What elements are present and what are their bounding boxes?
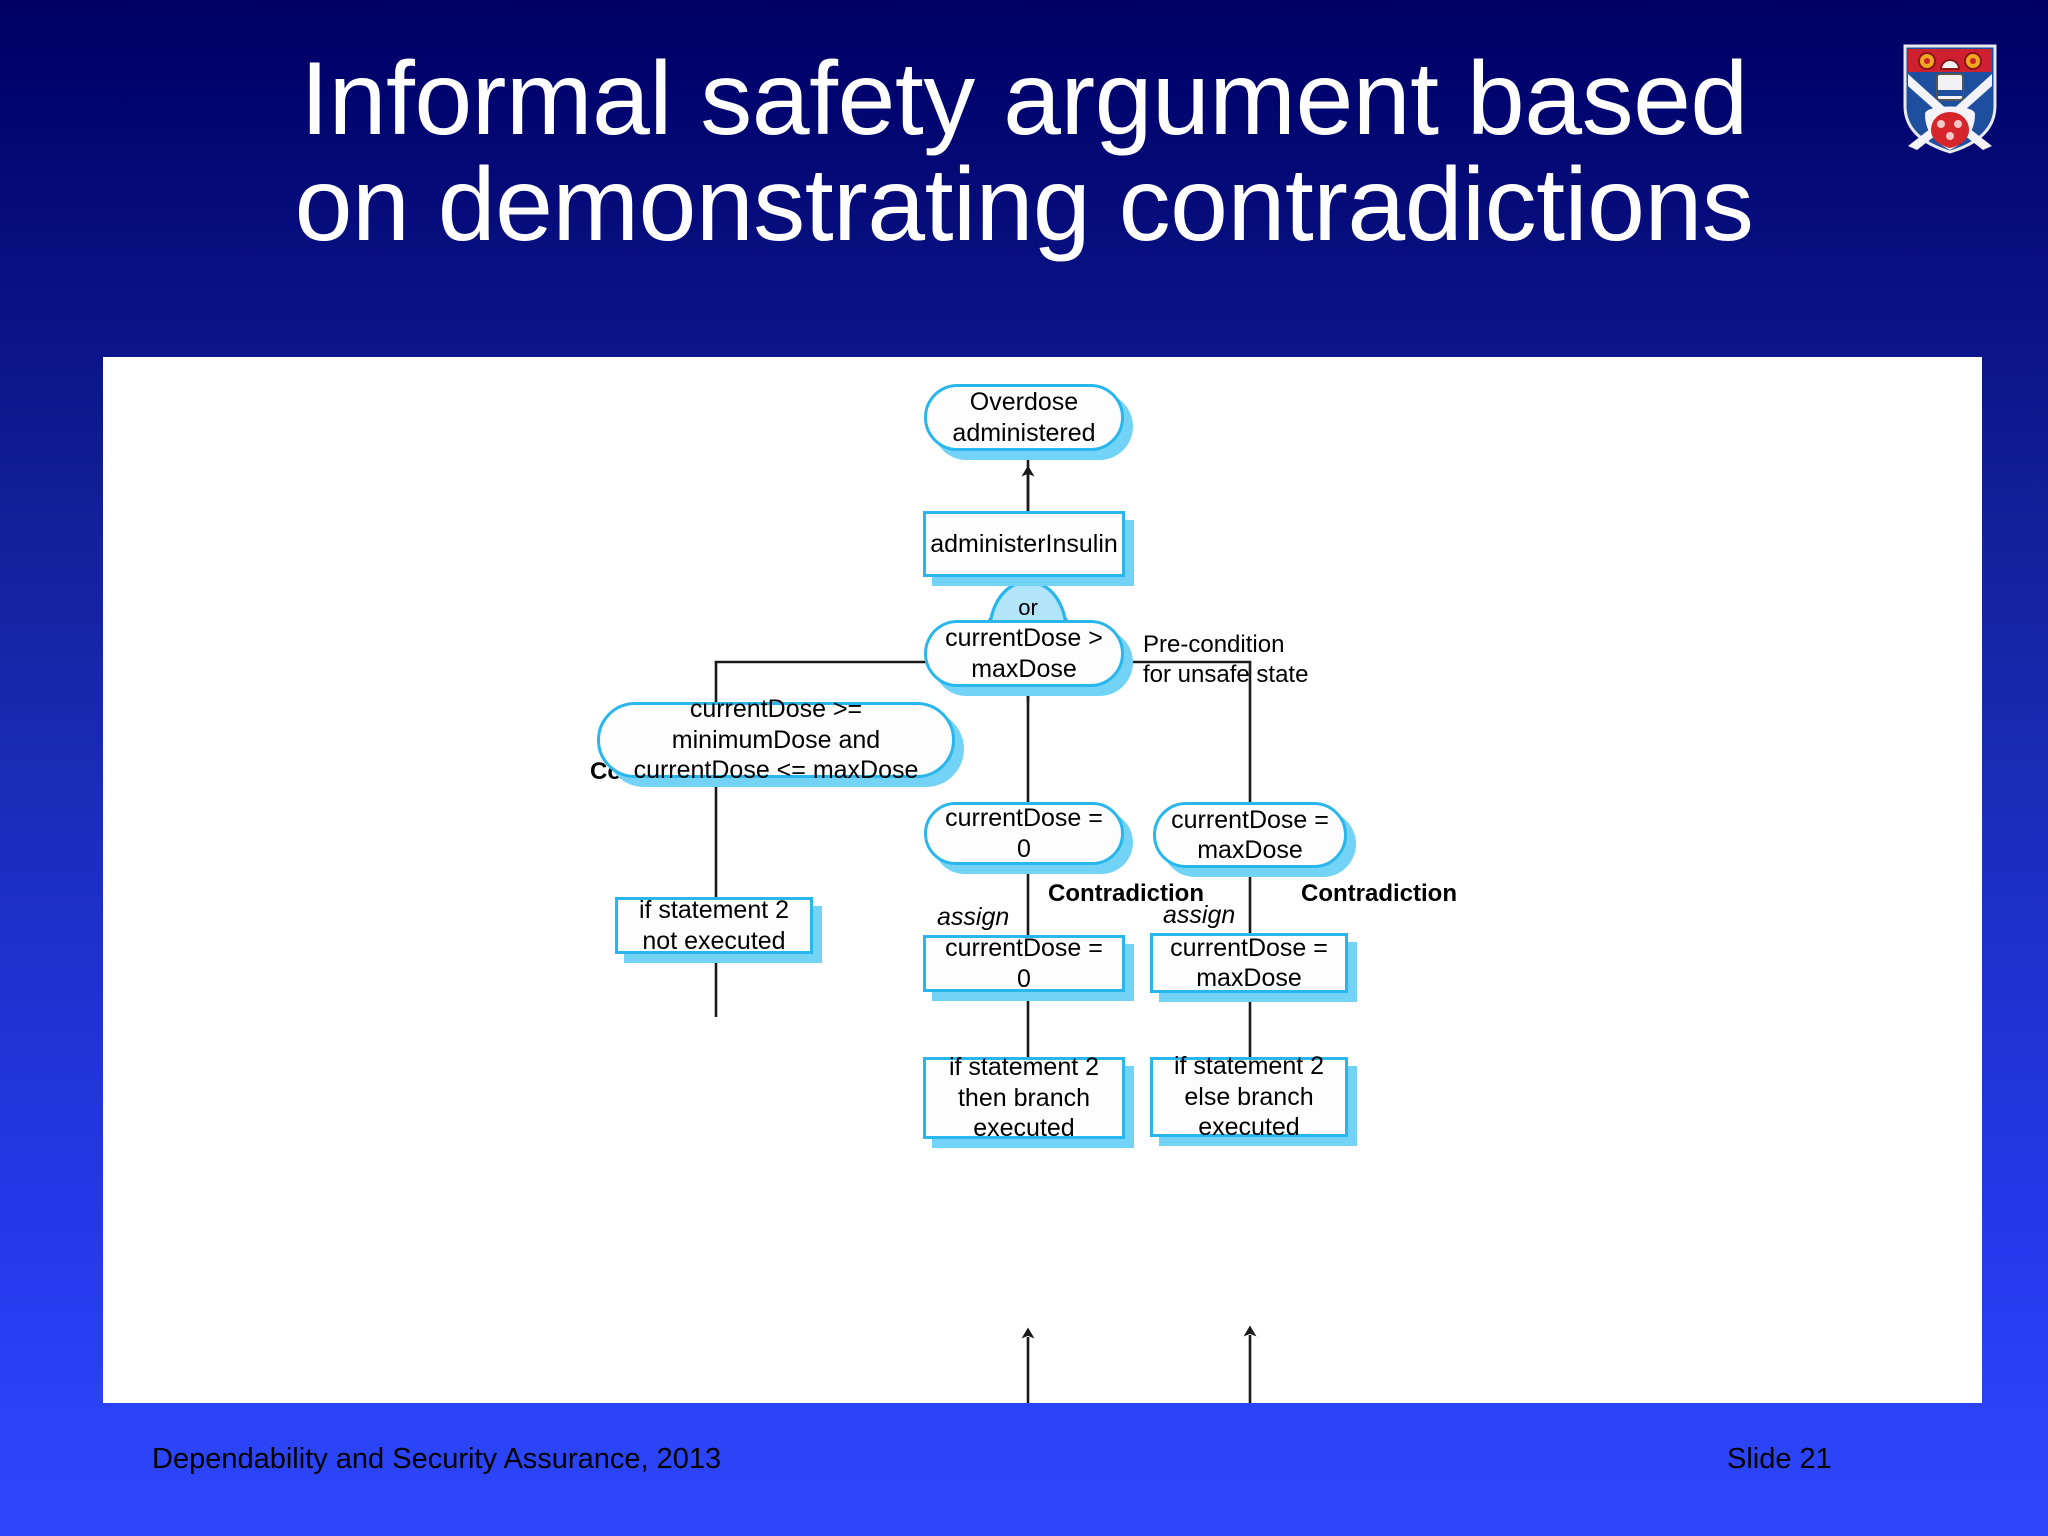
node-line: executed bbox=[973, 1114, 1075, 1143]
footer-slide-number: Slide 21 bbox=[1727, 1443, 1832, 1475]
node-body: Overdose administered bbox=[924, 384, 1124, 451]
node-body: currentDose = maxDose bbox=[1150, 933, 1348, 993]
node-overdose-administered[interactable]: Overdose administered bbox=[924, 384, 1133, 460]
node-assign-dose-max[interactable]: currentDose = maxDose bbox=[1150, 933, 1357, 1002]
or-gate-label: or bbox=[1018, 595, 1038, 620]
node-line: executed bbox=[1198, 1113, 1300, 1142]
annotation-contradiction-right: Contradiction bbox=[1301, 879, 1457, 909]
node-line: administered bbox=[952, 418, 1096, 447]
node-body: currentDose > maxDose bbox=[924, 620, 1124, 687]
node-assign-dose-zero[interactable]: currentDose = 0 bbox=[923, 934, 1134, 1001]
node-line: currentDose = bbox=[1171, 805, 1329, 834]
node-line: if statement 2 bbox=[948, 1053, 1100, 1082]
node-dose-in-range[interactable]: currentDose >= minimumDose and currentDo… bbox=[597, 695, 964, 787]
node-precondition-unsafe[interactable]: currentDose > maxDose bbox=[924, 620, 1133, 696]
node-line: currentDose > bbox=[945, 624, 1103, 652]
footer-course-label: Dependability and Security Assurance, 20… bbox=[152, 1443, 722, 1475]
node-current-dose-max[interactable]: currentDose = maxDose bbox=[1153, 802, 1356, 877]
annotation-text: assign bbox=[937, 903, 1010, 931]
node-body: if statement 2 else branch executed bbox=[1150, 1052, 1348, 1141]
annotation-precondition: Pre-condition for unsafe state bbox=[1143, 630, 1308, 690]
node-stmt2-then-branch[interactable]: if statement 2 then branch executed bbox=[923, 1053, 1134, 1148]
annotation-text: Contradiction bbox=[1048, 880, 1204, 907]
node-line: if statement 2 bbox=[638, 896, 790, 924]
slide-content-panel: or Overdose administered administerInsul… bbox=[103, 357, 1982, 1403]
node-line: else branch bbox=[1184, 1082, 1314, 1111]
page-title: Informal safety argument based on demons… bbox=[0, 46, 2048, 258]
annotation-text: assign bbox=[1163, 901, 1236, 929]
node-line: currentDose >= minimumDose and bbox=[671, 695, 881, 754]
annotation-line: for unsafe state bbox=[1143, 660, 1309, 688]
annotation-text: Contradiction bbox=[1301, 880, 1457, 907]
annotation-assign-right: assign bbox=[1163, 900, 1235, 931]
node-current-dose-zero[interactable]: currentDose = 0 bbox=[924, 802, 1133, 874]
node-body: currentDose = 0 bbox=[923, 934, 1125, 993]
title-line-2: on demonstrating contradictions bbox=[294, 147, 1754, 264]
node-body: currentDose >= minimumDose and currentDo… bbox=[597, 695, 955, 784]
node-body: currentDose = 0 bbox=[924, 802, 1124, 865]
node-administer-insulin[interactable]: administerInsulin bbox=[923, 511, 1134, 586]
node-line: currentDose = 0 bbox=[945, 934, 1103, 993]
node-line: not executed bbox=[642, 926, 786, 955]
node-body: currentDose = maxDose bbox=[1153, 802, 1347, 868]
node-line: administerInsulin bbox=[930, 529, 1118, 558]
title-line-1: Informal safety argument based bbox=[300, 41, 1748, 157]
node-stmt2-not-executed[interactable]: if statement 2 not executed bbox=[615, 896, 822, 963]
node-line: maxDose bbox=[1196, 964, 1302, 992]
node-line: maxDose bbox=[1197, 836, 1303, 864]
node-line: Overdose bbox=[969, 388, 1079, 416]
node-body: administerInsulin bbox=[923, 511, 1125, 577]
node-line: currentDose = 0 bbox=[945, 804, 1103, 863]
node-body: if statement 2 not executed bbox=[615, 896, 813, 955]
annotation-contradiction-mid: Contradiction bbox=[1048, 879, 1204, 909]
node-line: then branch bbox=[957, 1083, 1091, 1112]
node-line: if statement 2 bbox=[1173, 1052, 1325, 1081]
node-line: currentDose = bbox=[1170, 933, 1328, 962]
university-crest-icon bbox=[1901, 42, 1999, 154]
annotation-line: Pre-condition bbox=[1143, 631, 1285, 658]
annotation-assign-mid: assign bbox=[937, 902, 1009, 933]
node-line: currentDose <= maxDose bbox=[633, 756, 919, 785]
node-body: if statement 2 then branch executed bbox=[923, 1053, 1125, 1142]
node-stmt2-else-branch[interactable]: if statement 2 else branch executed bbox=[1150, 1052, 1357, 1146]
node-line: maxDose bbox=[971, 654, 1077, 683]
